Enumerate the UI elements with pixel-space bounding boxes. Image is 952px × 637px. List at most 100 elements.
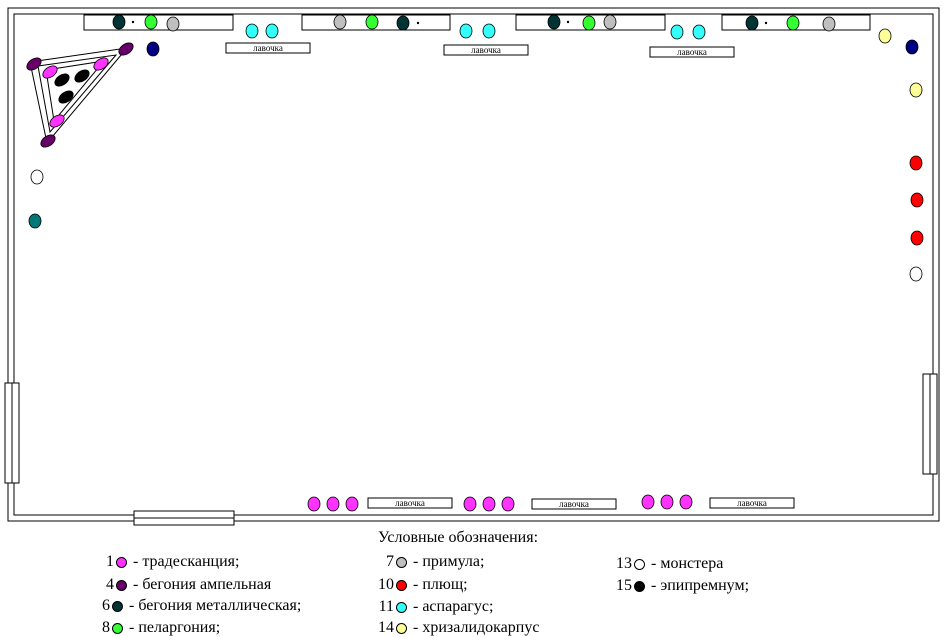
legend-swatch-icon: [112, 622, 123, 634]
legend-item: 6 - бегония металлическая;: [88, 597, 301, 615]
plant-pelargonium: [365, 14, 379, 30]
bench-bottom-3: лавочка: [709, 497, 795, 509]
legend-label: - пеларгония;: [129, 619, 221, 636]
plant-chrysalidocarpus: [909, 82, 923, 98]
plant-primula: [166, 16, 180, 32]
plant-epipremnum: [74, 69, 90, 83]
legend-label: - хризалидокарпус: [413, 619, 540, 636]
plant-monstera: [909, 266, 923, 282]
plant-pelargonium: [582, 15, 596, 31]
bench-label: лавочка: [677, 47, 707, 57]
plant-tradescantia: [345, 496, 359, 512]
legend-swatch-icon: [116, 579, 127, 591]
plant-begonia-metal: [547, 14, 561, 30]
room-inner-wall: [13, 13, 934, 516]
legend-number: 1: [106, 553, 114, 570]
corner-stand-middle: [37, 54, 118, 134]
plant-pelargonium: [144, 14, 158, 30]
bench-bottom-2: лавочка: [531, 498, 617, 510]
plant-epipremnum: [58, 90, 74, 104]
legend-swatch-icon: [396, 556, 407, 568]
legend-swatch-icon: [634, 558, 645, 570]
bench-label: лавочка: [395, 498, 425, 508]
room-outer-wall: [7, 7, 940, 522]
plant-begonia-ampel: [118, 42, 134, 56]
legend-item: 1- традесканция;: [92, 553, 239, 571]
legend-label: - эпипремнум;: [651, 577, 750, 594]
plant-ivy: [909, 155, 923, 171]
legend-swatch-icon: [396, 622, 407, 634]
legend-label: - бегония ампельная: [133, 576, 272, 593]
legend-item: 15 - эпипремнум;: [606, 577, 749, 595]
legend-item: 7 - примула;: [372, 553, 484, 571]
plant-primula: [822, 16, 836, 32]
legend-number: 8: [102, 619, 110, 636]
plant-begonia-ampel: [40, 134, 56, 148]
legend-number: 6: [102, 597, 110, 614]
plant-teal-pot: [28, 213, 42, 229]
plant-asparagus: [265, 23, 279, 39]
plant-monstera: [30, 169, 44, 185]
plant-tradescantia: [93, 57, 109, 71]
legend-item: 4 - бегония ампельная: [92, 576, 271, 594]
legend-number: 7: [386, 553, 394, 570]
legend-swatch-icon: [634, 580, 645, 592]
bench-label: лавочка: [559, 499, 589, 509]
plant-tradescantia: [482, 496, 496, 512]
legend-item: 14 - хризалидокарпус: [366, 619, 539, 637]
legend-swatch-icon: [116, 556, 127, 568]
bench-label: лавочка: [471, 45, 501, 55]
plant-chrysalidocarpus: [878, 28, 892, 44]
corner-stand-inner: [45, 60, 106, 123]
legend-number: 15: [616, 577, 632, 594]
plant-tradescantia: [463, 496, 477, 512]
corner-stand-outer: [29, 47, 129, 145]
plant-tradescantia: [641, 494, 655, 510]
plant-begonia-metal: [396, 15, 410, 31]
plant-epipremnum: [54, 73, 70, 87]
window-top-1: [83, 14, 234, 31]
plant-tradescantia: [307, 496, 321, 512]
plant-primula: [603, 14, 617, 30]
plant-tradescantia: [326, 496, 340, 512]
plant-navy-pot: [146, 41, 160, 57]
plant-ivy: [910, 192, 924, 208]
legend-label: - бегония металлическая;: [129, 597, 302, 614]
plant-tradescantia: [49, 114, 65, 128]
bench-label: лавочка: [253, 43, 283, 53]
plant-asparagus: [692, 24, 706, 40]
legend-label: - аспарагус;: [413, 598, 494, 615]
legend-item: 11 - аспарагус;: [366, 598, 494, 616]
plant-begonia-metal: [112, 14, 126, 30]
bench-top-1: лавочка: [225, 42, 311, 54]
legend-number: 4: [106, 576, 114, 593]
legend-swatch-icon: [396, 579, 407, 591]
legend-label: - плющ;: [413, 576, 468, 593]
legend-label: - монстера: [651, 555, 724, 572]
plant-asparagus: [482, 23, 496, 39]
legend-number: 14: [378, 619, 394, 636]
legend-swatch-icon: [396, 601, 407, 613]
bench-top-2: лавочка: [443, 44, 529, 56]
window-mark: [416, 21, 420, 25]
plant-tradescantia: [42, 65, 58, 79]
legend-number: 10: [378, 576, 394, 593]
plant-begonia-metal: [745, 15, 759, 31]
plant-tradescantia: [660, 494, 674, 510]
bench-top-3: лавочка: [649, 46, 735, 58]
legend-label: - примула;: [413, 553, 485, 570]
plant-asparagus: [459, 23, 473, 39]
plant-ivy: [910, 230, 924, 246]
bench-bottom-1: лавочка: [367, 497, 453, 509]
window-mark: [131, 20, 135, 24]
legend-number: 11: [378, 598, 394, 615]
bench-label: лавочка: [737, 498, 767, 508]
legend-item: 10 - плющ;: [366, 576, 468, 594]
plant-begonia-ampel: [26, 57, 42, 71]
plant-pelargonium: [786, 15, 800, 31]
plant-asparagus: [670, 24, 684, 40]
plant-navy-pot: [905, 39, 919, 55]
plant-primula: [333, 14, 347, 30]
legend-number: 13: [616, 555, 632, 572]
